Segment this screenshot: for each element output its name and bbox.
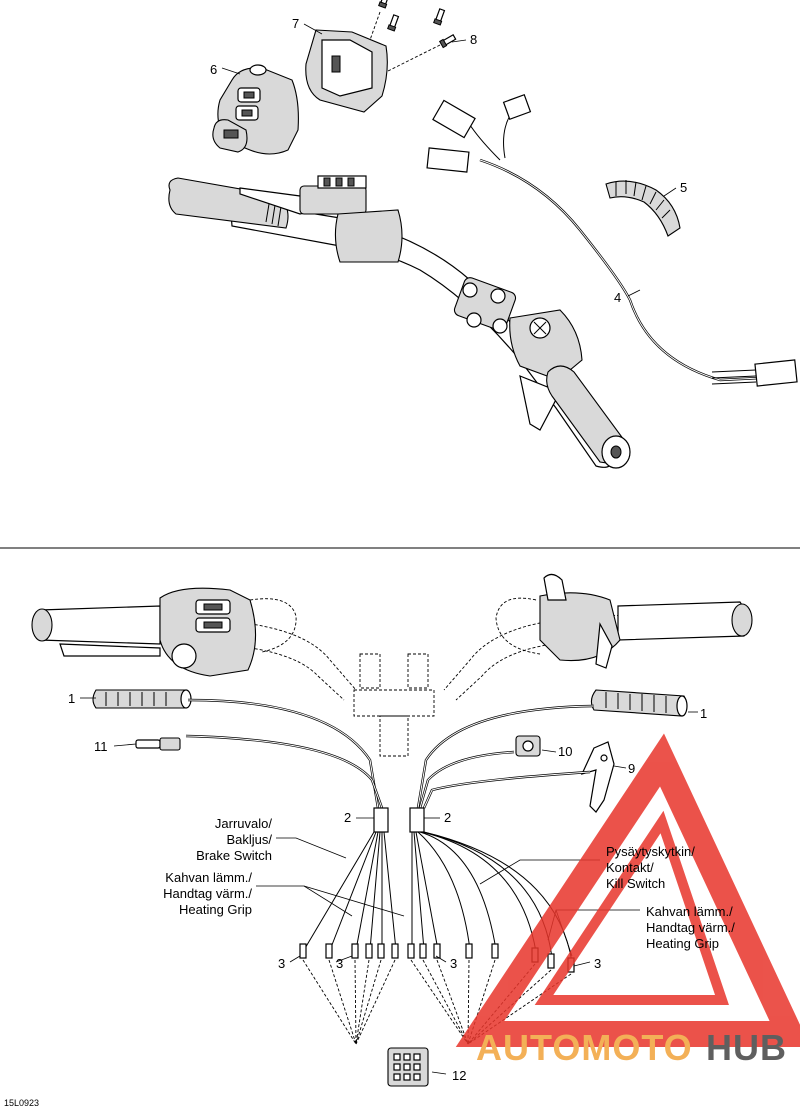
kill-switch-sv: Kontakt/ bbox=[606, 860, 654, 875]
upper-exploded-view bbox=[168, 0, 798, 469]
callout-10: 10 bbox=[558, 744, 572, 759]
heating-grip-label-right: Kahvan lämm./ Handtag värm./ Heating Gri… bbox=[646, 904, 735, 951]
lower-leaders bbox=[80, 697, 698, 1075]
cover-part-7 bbox=[305, 29, 388, 113]
callout-5: 5 bbox=[680, 180, 687, 195]
callout-6: 6 bbox=[210, 62, 217, 77]
connector-part-10 bbox=[515, 735, 541, 757]
callout-7: 7 bbox=[292, 16, 299, 31]
heating-element-part-5 bbox=[605, 180, 681, 237]
watermark-logo: AUTOMOTO HUB bbox=[455, 733, 800, 1068]
brake-switch-label-fi: Jarruvalo/ bbox=[215, 816, 272, 831]
watermark-text-part2: HUB bbox=[706, 1027, 787, 1068]
callout-3-a: 3 bbox=[278, 956, 285, 971]
watermark-text-part1: AUTOMOTO bbox=[476, 1027, 693, 1068]
brake-switch-label-sv: Bakljus/ bbox=[226, 832, 272, 847]
center-clamp bbox=[353, 653, 435, 757]
callout-12: 12 bbox=[452, 1068, 466, 1083]
callout-4: 4 bbox=[614, 290, 621, 305]
callout-8: 8 bbox=[470, 32, 477, 47]
callout-1-right: 1 bbox=[700, 706, 707, 721]
kill-switch-label: Pysäytyskytkin/ Kontakt/ Kill Switch bbox=[606, 844, 695, 891]
handlebar-top bbox=[168, 175, 631, 469]
callout-3-b: 3 bbox=[336, 956, 343, 971]
kill-switch-en: Kill Switch bbox=[606, 876, 665, 891]
heating-grip-right-sv: Handtag värm./ bbox=[646, 920, 735, 935]
left-controls bbox=[31, 587, 297, 677]
heating-grip-left-sv: Handtag värm./ bbox=[163, 886, 252, 901]
heating-grips-part-1 bbox=[92, 689, 688, 717]
callout-11: 11 bbox=[94, 739, 108, 754]
brake-switch-label: Jarruvalo/ Bakljus/ Brake Switch bbox=[196, 816, 272, 863]
harness-part-4 bbox=[426, 94, 798, 387]
sensor-part-11 bbox=[135, 737, 181, 751]
screws-part-8 bbox=[359, 0, 457, 86]
callout-2-right: 2 bbox=[444, 810, 451, 825]
heating-grip-right-en: Heating Grip bbox=[646, 936, 719, 951]
heating-grip-label-left: Kahvan lämm./ Handtag värm./ Heating Gri… bbox=[163, 870, 252, 917]
callout-9: 9 bbox=[628, 761, 635, 776]
bracket-part-9 bbox=[580, 741, 615, 813]
callout-numbers: 6 7 8 5 4 1 1 11 10 9 2 2 3 3 3 3 12 bbox=[68, 16, 707, 1083]
callout-3-c: 3 bbox=[450, 956, 457, 971]
kill-switch-fi: Pysäytyskytkin/ bbox=[606, 844, 695, 859]
heating-grip-right-fi: Kahvan lämm./ bbox=[646, 904, 733, 919]
connector-block-part-12 bbox=[387, 1047, 429, 1087]
figure-code: 15L0923 bbox=[4, 1098, 39, 1108]
heating-grip-left-en: Heating Grip bbox=[179, 902, 252, 917]
lower-wiring-view bbox=[31, 573, 753, 1087]
brake-switch-label-en: Brake Switch bbox=[196, 848, 272, 863]
heating-grip-left-fi: Kahvan lämm./ bbox=[165, 870, 252, 885]
callout-2-left: 2 bbox=[344, 810, 351, 825]
callout-1-left: 1 bbox=[68, 691, 75, 706]
right-controls bbox=[495, 573, 753, 669]
switch-housing-part-6 bbox=[212, 64, 299, 155]
callout-3-d: 3 bbox=[594, 956, 601, 971]
